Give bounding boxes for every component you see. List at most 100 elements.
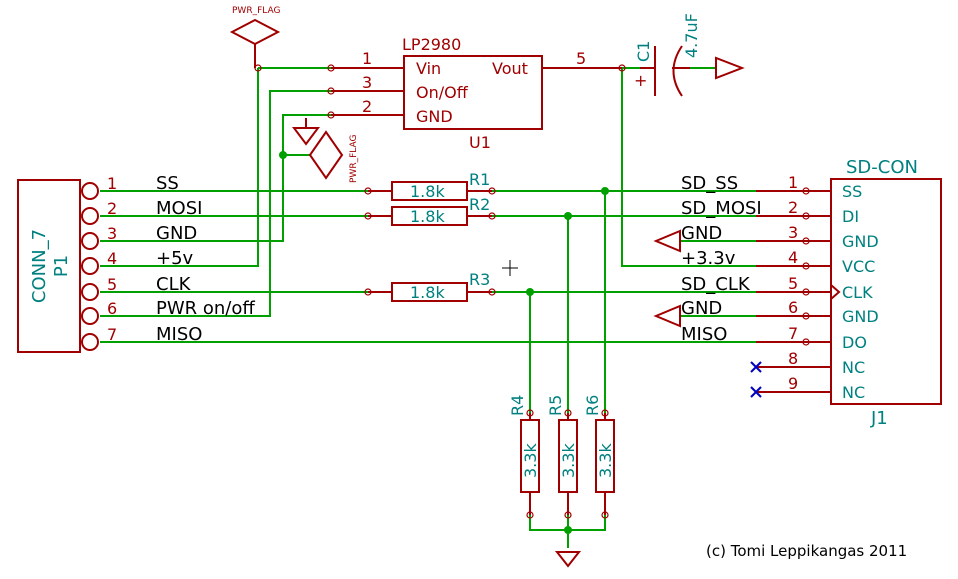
r6-body (595, 419, 615, 493)
r1-body (391, 181, 468, 201)
j1-pin8-name: NC (842, 358, 865, 377)
j1-pin2-name: DI (842, 207, 859, 226)
r3-body (391, 282, 468, 302)
r4-value: 3.3k (521, 443, 540, 478)
junction (279, 151, 287, 159)
j1-value: SD-CON (846, 157, 918, 178)
gnd-icon (554, 551, 582, 568)
gnd-symbol-u1 (292, 118, 320, 146)
p1-pin-circles (81, 182, 99, 351)
r1-ref: R1 (469, 170, 490, 189)
label-miso: MISO (156, 324, 202, 345)
r5-ref: R5 (546, 395, 565, 416)
copyright-text: (c) Tomi Leppikangas 2011 (706, 542, 907, 560)
r2-body (391, 206, 468, 226)
j1-pin6-num: 6 (788, 298, 798, 317)
j1-pin6-name: GND (842, 307, 879, 326)
resistor-r4[interactable]: 3.3k R4 (508, 395, 540, 515)
r6-ref: R6 (583, 395, 602, 416)
gnd-arrow-icon (653, 229, 681, 253)
p1-pin2-num: 2 (107, 199, 117, 218)
junction (564, 212, 572, 220)
junctions (279, 151, 609, 534)
j1-clk-indicator (830, 284, 841, 300)
wire-u1-gnd (282, 114, 331, 155)
pwr-flag-diamond (229, 18, 281, 46)
p1-pin7-num: 7 (107, 325, 117, 344)
net-sd-gnd6: GND (681, 298, 722, 319)
net-sd-clk: SD_CLK (681, 274, 751, 295)
resistor-r3[interactable]: 1.8k R3 (368, 270, 492, 302)
gnd-arrow-icon (653, 304, 681, 328)
u1-value: LP2980 (402, 35, 461, 54)
r3-value: 1.8k (410, 283, 445, 302)
gnd-icon (292, 127, 320, 146)
c1-curved-plate (672, 45, 683, 97)
p1-ref: P1 (51, 255, 72, 277)
wires (100, 67, 806, 548)
connector-p1[interactable]: CONN_7 P1 1 2 3 4 5 6 7 SS MOSI GND +5v … (17, 173, 255, 353)
label-clk: CLK (156, 274, 192, 295)
j1-pin7-name: DO (842, 333, 867, 352)
j1-pin3-name: GND (842, 232, 879, 251)
u1-pin3-num: 3 (362, 73, 372, 92)
p1-value: CONN_7 (29, 229, 50, 303)
junction (526, 288, 534, 296)
u1-pin-vout: Vout (492, 59, 528, 78)
wire-5v (100, 68, 259, 267)
resistor-r2[interactable]: 1.8k R2 (368, 195, 492, 226)
pwr-flag-top[interactable]: PWR_FLAG (229, 6, 281, 68)
resistor-r6[interactable]: 3.3k R6 (583, 395, 615, 515)
resistor-r1[interactable]: 1.8k R1 (368, 170, 492, 201)
sd-net-labels: SD_SS SD_MOSI GND +3.3v SD_CLK GND MISO (681, 173, 762, 345)
pwr-flag-gnd[interactable]: PWR_FLAG (308, 130, 359, 183)
j1-pin5-name: CLK (842, 283, 873, 302)
j1-pin2-num: 2 (788, 198, 798, 217)
label-ss: SS (156, 173, 179, 194)
resistor-r5[interactable]: 3.3k R5 (546, 395, 578, 515)
regulator-u1[interactable]: LP2980 U1 1 3 2 5 Vin On/Off GND Vout (331, 35, 622, 152)
r6-value: 3.3k (596, 443, 615, 478)
u1-body (403, 55, 543, 130)
c1-value: 4.7uF (682, 13, 701, 58)
junction (564, 526, 572, 534)
r2-value: 1.8k (410, 207, 445, 226)
pwr-flag-gnd-label: PWR_FLAG (349, 135, 359, 183)
r5-body (558, 419, 578, 493)
r2-ref: R2 (469, 195, 490, 214)
wire-3v3 (621, 68, 806, 267)
r4-ref: R4 (508, 395, 527, 416)
p1-pin6-num: 6 (107, 299, 117, 318)
capacitor-c1[interactable]: + C1 4.7uF (634, 13, 745, 97)
j1-ref: J1 (870, 408, 888, 429)
r5-value: 3.3k (559, 443, 578, 478)
j1-pin9-name: NC (842, 383, 865, 402)
label-gnd: GND (156, 223, 197, 244)
j1-pin9-num: 9 (788, 374, 798, 393)
r1-value: 1.8k (410, 182, 445, 201)
label-mosi: MOSI (156, 198, 202, 219)
u1-pin-vin: Vin (416, 59, 441, 78)
u1-pin2-num: 2 (362, 97, 372, 116)
j1-pin4-num: 4 (788, 248, 798, 267)
u1-pin-gnd: GND (416, 107, 453, 126)
u1-pin-onoff: On/Off (416, 83, 469, 102)
j1-pin5-num: 5 (788, 274, 798, 293)
no-connect-icon (750, 361, 762, 373)
junction (601, 187, 609, 195)
j1-pin3-num: 3 (788, 223, 798, 242)
label-pwr-onoff: PWR on/off (156, 298, 255, 319)
j1-pin7-num: 7 (788, 324, 798, 343)
u1-pin5-num: 5 (576, 49, 586, 68)
wire-gnd (100, 155, 284, 242)
r3-ref: R3 (469, 270, 490, 289)
j1-pin1-name: SS (842, 182, 862, 201)
c1-ref: C1 (634, 41, 653, 62)
net-sd-ss: SD_SS (681, 173, 738, 194)
j1-pin1-num: 1 (788, 173, 798, 192)
gnd-symbol-bottom (554, 551, 582, 568)
u1-ref: U1 (469, 133, 491, 152)
pwr-flag-top-label: PWR_FLAG (232, 6, 280, 16)
net-sd-miso: MISO (681, 324, 727, 345)
connector-j1[interactable]: SD-CON J1 1 2 3 4 5 6 7 8 9 SS DI GND VC… (750, 157, 942, 429)
